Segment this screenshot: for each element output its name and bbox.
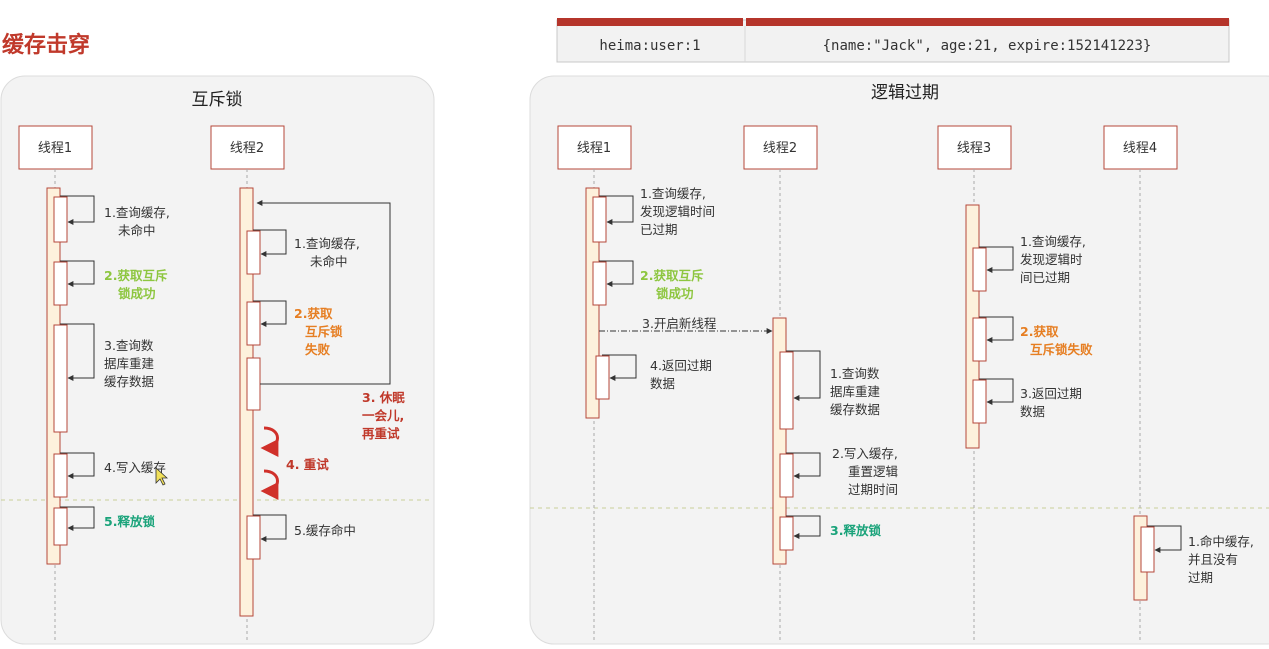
left-retry-loop-icon [260,426,279,500]
right-thread3-box [937,125,1012,170]
left-thread2-self-arrows [253,200,391,542]
right-thread1-label: 线程1 [577,141,611,156]
left-t1-step2-text: 2.获取互斥 锁成功 [104,268,172,301]
left-thread2-label: 线程2 [230,141,264,156]
left-thread2-box [210,125,285,170]
right-t4-step1-text: 1.命中缓存, 并且没有 过期 [1188,534,1258,585]
page-title: 缓存击穿 [2,32,90,58]
right-t3-step3-text: 3.返回过期 数据 [1020,386,1086,419]
right-thread4-step [1140,526,1155,573]
right-panel [529,75,1269,645]
left-t2-step2-text: 2.获取 互斥锁 失败 [294,306,347,357]
right-thread3-label: 线程3 [957,141,991,156]
left-t2-step1-text: 1.查询缓存, 未命中 [294,236,364,269]
right-thread4-box [1103,125,1178,170]
right-t2-step1-text: 1.查询数 据库重建 缓存数据 [830,366,884,417]
right-thread2-steps [779,351,794,551]
left-t1-step4-text: 4.写入缓存 [104,460,166,475]
left-panel-title: 互斥锁 [192,90,243,110]
right-panel-title: 逻辑过期 [871,83,939,103]
left-t2-step4-text: 4. 重试 [286,457,329,472]
left-t2-step3-text: 3. 休眠 一会儿, 再重试 [362,390,409,441]
cache-key: heima:user:1 [599,38,700,54]
right-thread4-label: 线程4 [1123,141,1157,156]
right-thread1-steps [592,196,610,400]
mouse-cursor-icon [155,467,169,486]
left-t1-step3-text: 3.查询数 据库重建 缓存数据 [104,338,158,389]
left-t1-step1-text: 1.查询缓存, 未命中 [104,205,174,238]
right-thread4-self-arrow [1147,525,1182,553]
left-thread1-label: 线程1 [38,141,72,156]
cache-table: heima:user:1 {name:"Jack", age:21, expir… [556,18,1230,63]
right-t1-step3-text: 3.开启新线程 [642,316,717,331]
right-thread2-box [743,125,818,170]
right-t2-step2-text: 2.写入缓存, 重置逻辑 过期时间 [832,446,902,497]
left-thread1-self-arrows [60,195,95,531]
left-t2-step5-text: 5.缓存命中 [294,523,356,538]
left-thread2-steps [246,230,261,560]
left-panel [0,75,435,645]
left-thread1-box [18,125,93,170]
right-thread2-label: 线程2 [763,141,797,156]
cache-value: {name:"Jack", age:21, expire:152141223} [823,38,1152,54]
right-t1-step1-text: 1.查询缓存, 发现逻辑时间 已过期 [640,186,719,237]
right-thread3-self-arrows [979,246,1014,405]
left-thread1-steps [53,196,68,546]
right-thread3-steps [972,247,987,424]
right-thread1-box [557,125,632,170]
right-t1-step4-text: 4.返回过期 数据 [650,358,716,391]
right-t1-step2-text: 2.获取互斥 锁成功 [640,268,708,301]
right-thread2-self-arrows [786,350,821,539]
right-t3-step1-text: 1.查询缓存, 发现逻辑时 间已过期 [1020,234,1090,285]
right-t3-step2-text: 2.获取 互斥锁失败 [1020,324,1093,357]
right-t2-step3-text: 3.释放锁 [830,523,881,538]
right-thread1-self-arrows [599,195,637,381]
left-t1-step5-text: 5.释放锁 [104,514,155,529]
